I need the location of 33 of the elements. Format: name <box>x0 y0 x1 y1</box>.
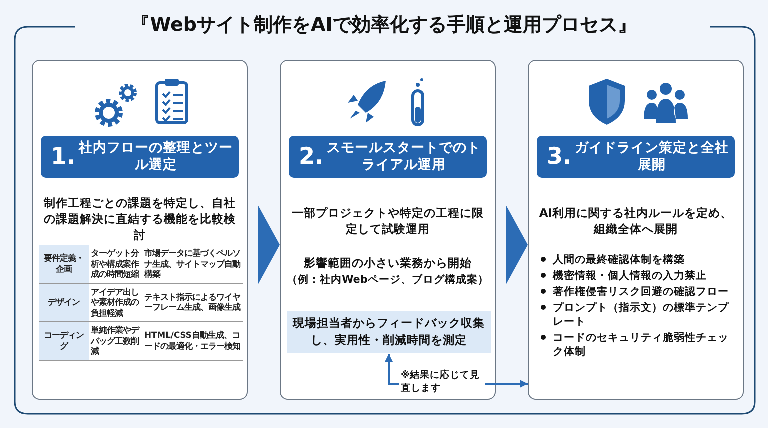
table-cell: HTML/CSS自動生成、コードの最適化・エラー検知 <box>142 322 243 360</box>
step-heading: ガイドライン策定と全社展開 <box>574 140 730 174</box>
table-cell: テキスト指示によるワイヤーフレーム生成、画像生成 <box>142 283 243 322</box>
title-text: 『Webサイト制作をAIで効率化する手順と運用プロセス』 <box>130 13 638 38</box>
step-heading: 社内フローの整理とツール選定 <box>78 140 234 174</box>
description-text: 制作工程ごとの課題を特定し、自社の課題解決に直結する機能を比較検討 <box>42 195 237 243</box>
table-cell: ターゲット分析や構成案作成の時間短縮 <box>89 245 143 283</box>
table-cell: 市場データに基づくペルソナ生成、サイトマップ自動構築 <box>142 245 243 283</box>
bullet-text: 人間の最終確認体制を構築 <box>553 254 685 266</box>
table-cell: 単純作業やデバッグ工数削減 <box>89 322 143 360</box>
bullet-text: コードのセキュリティ脆弱性チェック体制 <box>553 332 729 358</box>
note-text: ※結果に応じて見直します <box>401 369 481 399</box>
description-text: 一部プロジェクトや特定の工程に限定して試験運用 <box>291 205 485 237</box>
step-card <box>280 60 496 400</box>
row-header-cell: デザイン <box>39 283 89 322</box>
description-text: AI利用に関する社内ルールを定め、組織全体へ展開 <box>538 205 734 237</box>
step-heading: スモールスタートでのトライアル運用 <box>326 140 482 174</box>
bullet-text: プロンプト（指示文）の標準テンプレート <box>553 302 729 328</box>
description-text: 影響範囲の小さい業務から開始 <box>303 255 473 271</box>
step-card <box>528 60 744 400</box>
arrow <box>485 380 528 388</box>
step-card <box>32 60 248 400</box>
highlight-box: 現場担当者からフィードバック収集し、実用性・削減時間を測定 <box>287 311 491 353</box>
bullet-text: 著作権侵害リスク回避の確認フロー <box>553 286 729 298</box>
row-header-cell: コーディング <box>39 322 89 360</box>
step-number: 2. <box>299 144 324 170</box>
bullet-text: 機密情報・個人情報の入力禁止 <box>553 270 707 282</box>
table-cell: アイデア出しや素材作成の負担軽減 <box>89 283 143 322</box>
arrow <box>385 354 399 385</box>
step-number: 1. <box>51 144 76 170</box>
row-header-cell: 要件定義・企画 <box>39 245 89 283</box>
step-number: 3. <box>547 144 572 170</box>
description-text: （例：社内Webページ、ブログ構成案） <box>287 272 489 288</box>
